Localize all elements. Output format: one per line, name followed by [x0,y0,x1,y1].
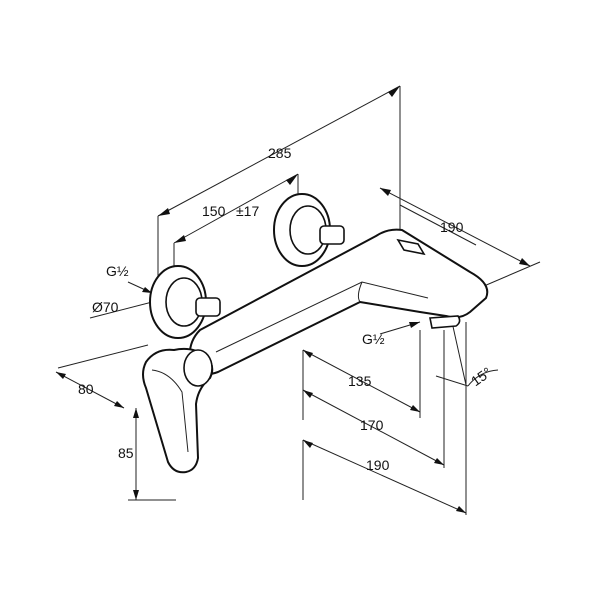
dim-overall-width: 285 [268,145,292,161]
dim-handle-80: 80 [78,381,94,397]
thread-label-spout: G½ [362,331,385,347]
right-rosette [273,193,345,267]
left-rosette [149,265,221,339]
mixer-body [188,228,489,376]
arrowheads [56,86,530,513]
dim-connection-tolerance: ±17 [236,203,259,219]
dim-spout-170: 170 [360,417,384,433]
dim-spout-135: 135 [348,373,372,389]
rosette-diameter-label: Ø70 [92,299,119,315]
dim-depth-top: 190 [440,219,464,235]
lever-handle [142,347,214,474]
dim-spout-190: 190 [366,457,390,473]
dim-handle-85: 85 [118,445,134,461]
dimension-lines [55,85,541,515]
dim-angle: 15° [468,364,495,389]
thread-label-left: G½ [106,263,129,279]
dim-connection-spacing: 150 [202,203,226,219]
